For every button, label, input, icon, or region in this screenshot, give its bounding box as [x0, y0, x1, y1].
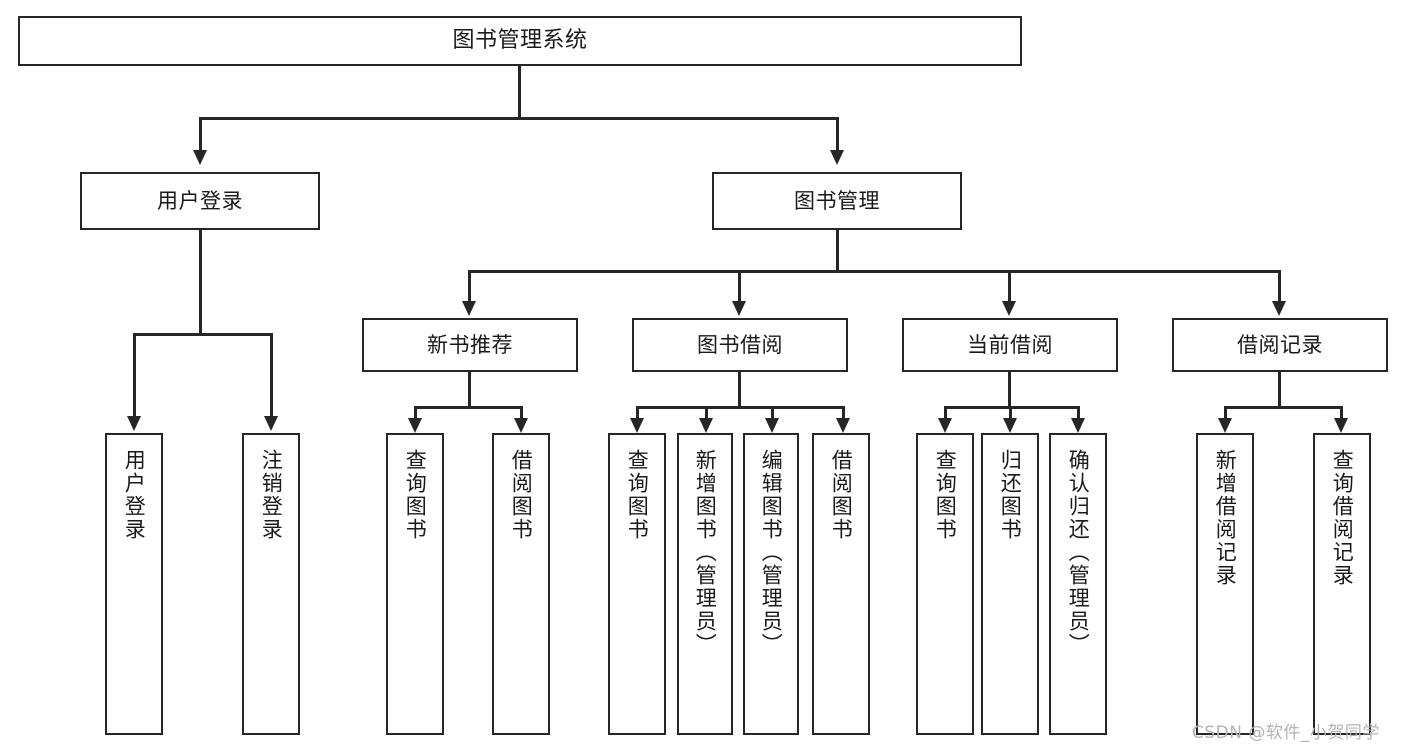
edge-cb-stem — [1008, 372, 1011, 408]
edge-book-management-stem — [836, 230, 839, 272]
edge-user-login-to-leaf-1 — [133, 333, 136, 418]
node-label: 图书借阅 — [697, 332, 783, 357]
node-label: 查询借阅记录 — [1330, 449, 1355, 587]
leaf-borrow-book-1[interactable]: 借阅图书 — [492, 433, 550, 735]
arrow-bm-to-new-book-recommend — [462, 301, 476, 316]
edge-user-login-to-leaf-2 — [270, 333, 273, 418]
arrow-nbr-to-leaf-2 — [514, 418, 528, 433]
edge-br-to-leaf-2 — [1340, 406, 1343, 420]
leaf-query-record[interactable]: 查询借阅记录 — [1313, 433, 1371, 735]
node-label: 用户登录 — [122, 449, 147, 541]
node-label: 新增借阅记录 — [1213, 449, 1238, 587]
arrow-bb-to-leaf-3 — [765, 418, 779, 433]
edge-nbr-to-leaf-2 — [520, 406, 523, 420]
edge-bm-to-current-borrow — [1008, 270, 1011, 303]
edge-root-to-book-management — [836, 117, 839, 152]
arrow-bm-to-current-borrow — [1002, 301, 1016, 316]
node-label: 用户登录 — [157, 188, 243, 213]
node-label: 查询图书 — [933, 449, 958, 541]
edge-bb-to-leaf-2 — [705, 406, 708, 420]
leaf-return-book[interactable]: 归还图书 — [981, 433, 1039, 735]
edge-bb-to-leaf-4 — [842, 406, 845, 420]
arrow-bb-to-leaf-2 — [699, 418, 713, 433]
edge-nbr-bus — [414, 406, 522, 409]
arrow-cb-to-leaf-3 — [1071, 418, 1085, 433]
arrow-cb-to-leaf-2 — [1003, 418, 1017, 433]
node-label: 借阅图书 — [829, 449, 854, 541]
node-label: 图书管理 — [794, 188, 880, 213]
node-label: 归还图书 — [998, 449, 1023, 541]
arrow-bm-to-book-borrow — [732, 301, 746, 316]
edge-cb-to-leaf-1 — [944, 406, 947, 420]
node-label: 图书管理系统 — [452, 28, 588, 54]
edge-bm-to-book-borrow — [738, 270, 741, 303]
node-root-system[interactable]: 图书管理系统 — [18, 16, 1022, 66]
edge-root-to-user-login — [199, 117, 202, 152]
node-label: 新书推荐 — [427, 332, 513, 357]
edge-user-login-bus — [133, 333, 272, 336]
edge-br-bus — [1224, 406, 1342, 409]
edge-cb-to-leaf-2 — [1009, 406, 1012, 420]
leaf-add-record[interactable]: 新增借阅记录 — [1196, 433, 1254, 735]
edge-nbr-to-leaf-1 — [414, 406, 417, 420]
leaf-query-book-3[interactable]: 查询图书 — [916, 433, 974, 735]
leaf-confirm-return[interactable]: 确认归还（管理员） — [1049, 433, 1107, 735]
leaf-query-book-2[interactable]: 查询图书 — [608, 433, 666, 735]
leaf-edit-book[interactable]: 编辑图书（管理员） — [743, 433, 799, 735]
arrow-user-login-to-leaf-2 — [264, 416, 278, 431]
edge-bb-bus — [636, 406, 844, 409]
edge-br-stem — [1278, 372, 1281, 408]
csdn-watermark: CSDN @软件_小贺同学 — [1192, 723, 1380, 743]
edge-bm-to-borrow-record — [1278, 270, 1281, 303]
leaf-user-logout[interactable]: 注销登录 — [242, 433, 300, 735]
node-label: 查询图书 — [625, 449, 650, 541]
edge-bb-to-leaf-1 — [636, 406, 639, 420]
edge-nbr-stem — [468, 372, 471, 408]
edge-cb-to-leaf-3 — [1077, 406, 1080, 420]
node-borrow-record[interactable]: 借阅记录 — [1172, 318, 1388, 372]
arrow-root-to-user-login — [193, 150, 207, 165]
edge-br-to-leaf-1 — [1224, 406, 1227, 420]
arrow-br-to-leaf-2 — [1334, 418, 1348, 433]
arrow-br-to-leaf-1 — [1218, 418, 1232, 433]
node-label: 新增图书（管理员） — [693, 449, 718, 656]
node-label: 借阅图书 — [509, 449, 534, 541]
arrow-user-login-to-leaf-1 — [127, 416, 141, 431]
arrow-cb-to-leaf-1 — [938, 418, 952, 433]
node-book-management[interactable]: 图书管理 — [712, 172, 962, 230]
leaf-add-book[interactable]: 新增图书（管理员） — [677, 433, 733, 735]
leaf-query-book-1[interactable]: 查询图书 — [386, 433, 444, 735]
edge-root-stem — [518, 66, 521, 119]
edge-root-bus — [199, 117, 838, 120]
edge-user-login-stem — [199, 230, 202, 335]
node-new-book-recommend[interactable]: 新书推荐 — [362, 318, 578, 372]
edge-bm-to-new-book-recommend — [468, 270, 471, 303]
arrow-bb-to-leaf-1 — [630, 418, 644, 433]
node-label: 借阅记录 — [1237, 332, 1323, 357]
edge-book-management-bus — [468, 270, 1280, 273]
node-label: 注销登录 — [259, 449, 284, 541]
node-label: 查询图书 — [403, 449, 428, 541]
leaf-borrow-book-2[interactable]: 借阅图书 — [812, 433, 870, 735]
arrow-nbr-to-leaf-1 — [408, 418, 422, 433]
arrow-root-to-book-management — [830, 150, 844, 165]
node-label: 确认归还（管理员） — [1066, 449, 1091, 656]
leaf-user-login[interactable]: 用户登录 — [105, 433, 163, 735]
node-current-borrow[interactable]: 当前借阅 — [902, 318, 1118, 372]
node-label: 当前借阅 — [967, 332, 1053, 357]
edge-bb-to-leaf-3 — [771, 406, 774, 420]
node-book-borrow[interactable]: 图书借阅 — [632, 318, 848, 372]
node-label: 编辑图书（管理员） — [759, 449, 784, 656]
node-user-login[interactable]: 用户登录 — [80, 172, 320, 230]
edge-bb-stem — [738, 372, 741, 408]
arrow-bm-to-borrow-record — [1272, 301, 1286, 316]
arrow-bb-to-leaf-4 — [836, 418, 850, 433]
